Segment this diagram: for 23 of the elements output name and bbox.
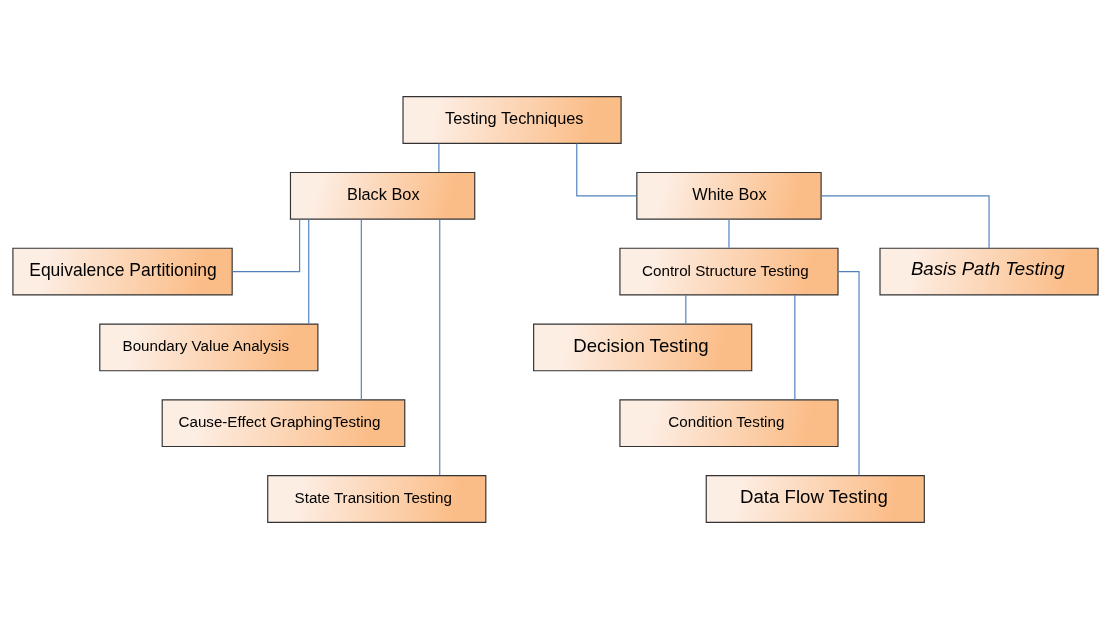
connector (576, 142, 638, 196)
node-box: Boundary Value Analysis (99, 323, 319, 371)
connector (308, 218, 310, 324)
connector (439, 218, 441, 476)
node-box: Condition Testing (619, 398, 839, 447)
node-box: Decision Testing (533, 323, 753, 371)
node-box: Data Flow Testing (705, 474, 925, 523)
connector (837, 270, 860, 476)
node-box: Cause-Effect GraphingTesting (161, 398, 406, 447)
node-box: Black Box (289, 171, 476, 220)
node-box: State Transition Testing (267, 474, 487, 523)
node-box: Testing Techniques (402, 95, 622, 144)
node-box: Control Structure Testing (619, 247, 839, 295)
connector (685, 294, 687, 324)
connector (232, 218, 301, 272)
node-box: Equivalence Partitioning (12, 247, 233, 295)
connector (820, 194, 990, 249)
node-box: Basis Path Testing (879, 247, 1099, 295)
connector (360, 218, 362, 400)
connector (794, 293, 796, 400)
node-box: White Box (636, 171, 822, 220)
connector (438, 142, 440, 173)
connector (728, 218, 730, 248)
